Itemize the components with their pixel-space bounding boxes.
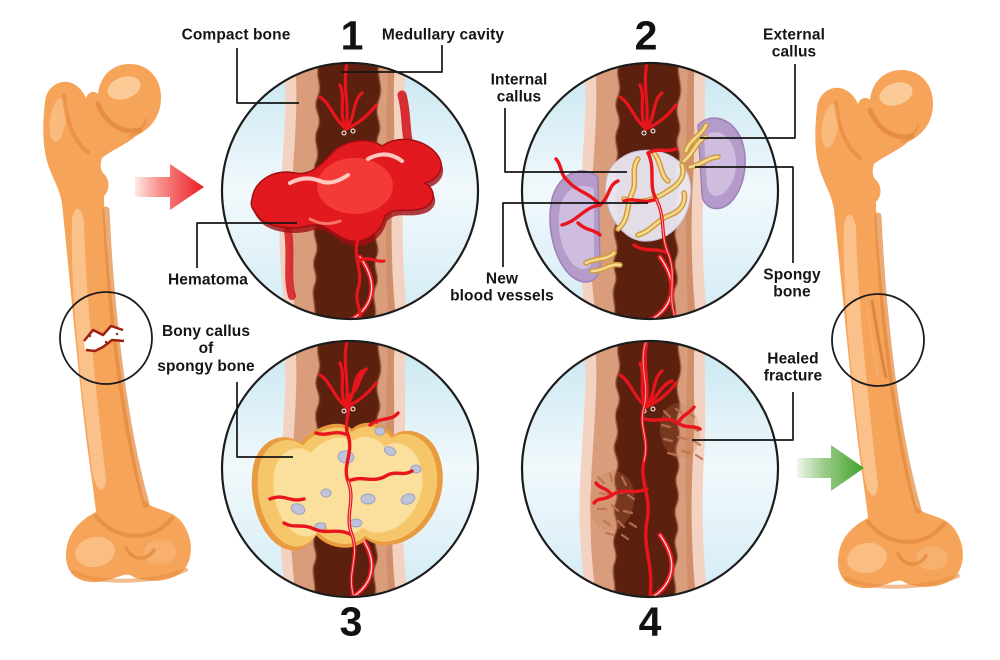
stage3-inset [220,339,480,599]
stage3-number: 3 [339,598,363,645]
label-healed-fracture: Healed fracture [763,350,823,385]
label-internal-callus: Internal callus [490,71,548,106]
stage1-inset [220,61,480,321]
left-femur [43,64,191,582]
label-compact-bone: Compact bone [181,26,291,44]
label-medullary-cavity: Medullary cavity [381,26,505,44]
stage2-number: 2 [634,12,658,59]
fracture-crack [83,324,125,353]
stage1-number: 1 [340,12,364,59]
healed-highlight-circle [831,293,925,387]
fracture-highlight-circle [59,291,153,385]
green-arrow [797,445,864,491]
leader-bony-callus [236,382,293,458]
hematoma-blob [250,138,444,247]
leader-compact-bone [236,48,299,104]
stage4-inset [520,339,780,599]
right-femur [815,70,963,588]
stage4-number: 4 [638,598,662,645]
red-arrow [135,164,204,210]
external-callus-shapes [549,117,746,283]
leader-external-callus [700,64,796,139]
leader-healed-fracture [692,392,794,441]
label-bony-callus: Bony callus of spongy bone [157,322,255,375]
label-external-callus: External callus [763,26,825,61]
stage2-inset [520,61,780,321]
leader-new-blood-vessels [502,202,648,267]
label-spongy-bone: Spongy bone [763,266,821,301]
leader-internal-callus [504,108,627,173]
label-hematoma: Hematoma [167,271,249,289]
leader-spongy-bone [695,166,794,263]
leader-hematoma [196,222,297,268]
healed-fracture-line [870,299,888,379]
leader-medullary-cavity [341,45,443,73]
label-new-blood-vessels: New blood vessels [450,270,554,305]
